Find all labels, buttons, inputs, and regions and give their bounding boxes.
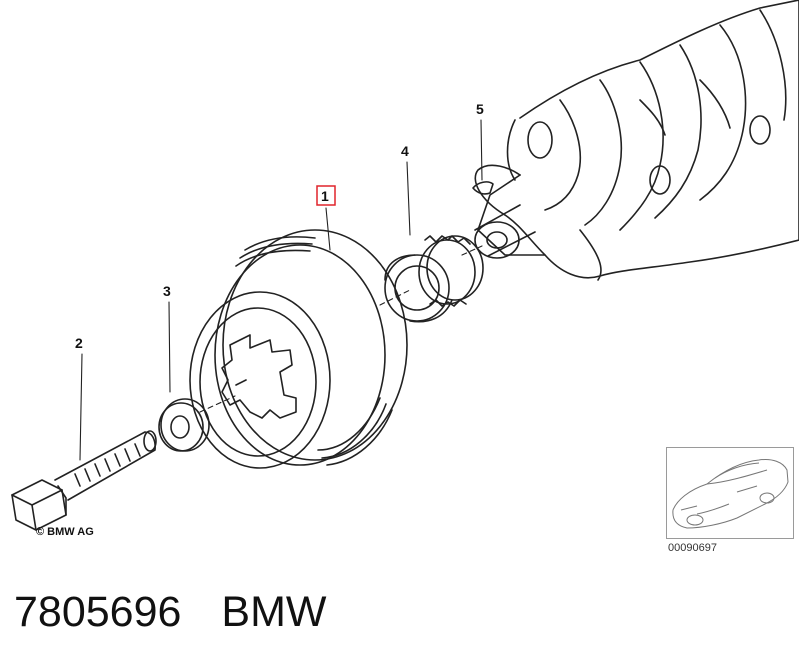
callout-2[interactable]: 2 <box>75 335 83 351</box>
callout-4[interactable]: 4 <box>401 143 409 159</box>
crank-sprocket <box>384 235 484 323</box>
callout-1-highlight <box>316 185 336 206</box>
vibration-damper <box>189 229 408 469</box>
callout-3[interactable]: 3 <box>163 283 171 299</box>
inset-code: 00090697 <box>668 542 717 554</box>
vehicle-inset <box>666 447 794 539</box>
washer <box>158 398 210 452</box>
woodruff-key <box>472 181 494 195</box>
crankshaft <box>474 0 799 281</box>
assembly-axis <box>199 245 483 413</box>
leader-lines <box>79 119 483 461</box>
car-outline-icon <box>672 459 789 529</box>
callouts: 1 2 3 4 5 <box>75 101 484 351</box>
brand-name: BMW <box>221 588 327 636</box>
footer: 7805696 BMW <box>14 588 327 637</box>
parts-diagram: 1 2 3 4 5 <box>11 0 799 531</box>
callout-5[interactable]: 5 <box>476 101 484 117</box>
bolt <box>11 430 157 531</box>
copyright-notice: © BMW AG <box>36 526 94 538</box>
callout-1[interactable]: 1 <box>321 188 329 204</box>
part-number: 7805696 <box>14 588 182 636</box>
